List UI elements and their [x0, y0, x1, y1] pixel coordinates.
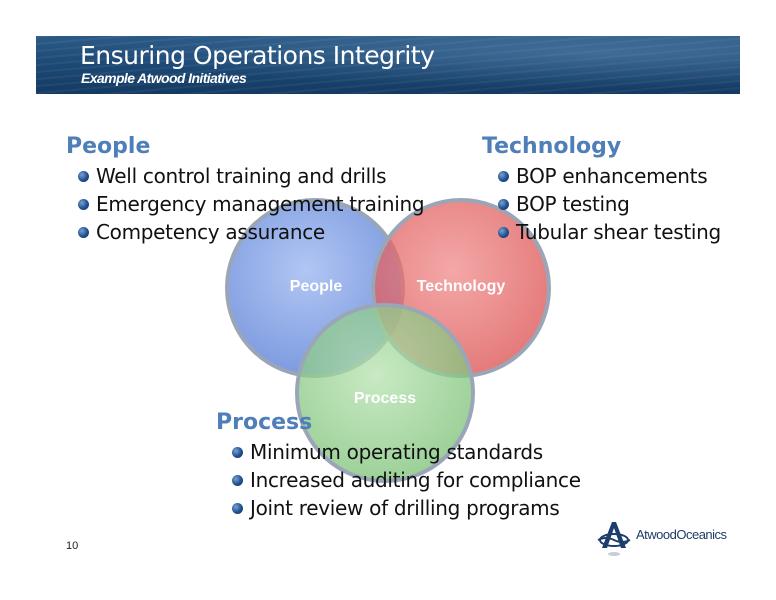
bullet-icon [78, 199, 89, 210]
venn-circle-process [295, 303, 475, 483]
people-list: Well control training and drills Emergen… [76, 162, 425, 246]
list-item: BOP testing [496, 190, 721, 218]
list-item: Well control training and drills [76, 162, 424, 190]
technology-heading: Technology [482, 134, 622, 159]
process-heading: Process [216, 410, 313, 435]
list-item: Minimum operating standards [230, 438, 581, 466]
bullet-icon [232, 503, 243, 514]
list-item: Emergency management training [76, 190, 425, 218]
list-item: Competency assurance [76, 218, 424, 246]
logo-text: AtwoodOceanics [636, 527, 727, 542]
list-item: Increased auditing for compliance [230, 466, 581, 494]
bullet-icon [78, 171, 89, 182]
bullet-icon [78, 227, 89, 238]
people-heading: People [66, 134, 151, 159]
company-logo: AtwoodOceanics [596, 518, 736, 558]
bullet-icon [498, 227, 509, 238]
venn-label-technology: Technology [417, 278, 506, 295]
list-item: BOP enhancements [496, 162, 721, 190]
technology-list: BOP enhancements BOP testing Tubular she… [496, 162, 721, 246]
venn-label-process: Process [354, 390, 416, 407]
bullet-icon [498, 171, 509, 182]
list-item: Joint review of drilling programs [230, 494, 581, 522]
list-item: Tubular shear testing [496, 218, 721, 246]
slide-title: Ensuring Operations Integrity [80, 41, 435, 70]
venn-label-people: People [290, 278, 343, 295]
atwood-logo-icon [597, 522, 631, 556]
bullet-icon [232, 475, 243, 486]
title-banner: Ensuring Operations Integrity Example At… [36, 36, 740, 94]
page-number: 10 [66, 540, 79, 552]
process-list: Minimum operating standards Increased au… [230, 438, 581, 522]
bullet-icon [498, 199, 509, 210]
bullet-icon [232, 447, 243, 458]
slide-subtitle: Example Atwood Initiatives [81, 70, 247, 86]
